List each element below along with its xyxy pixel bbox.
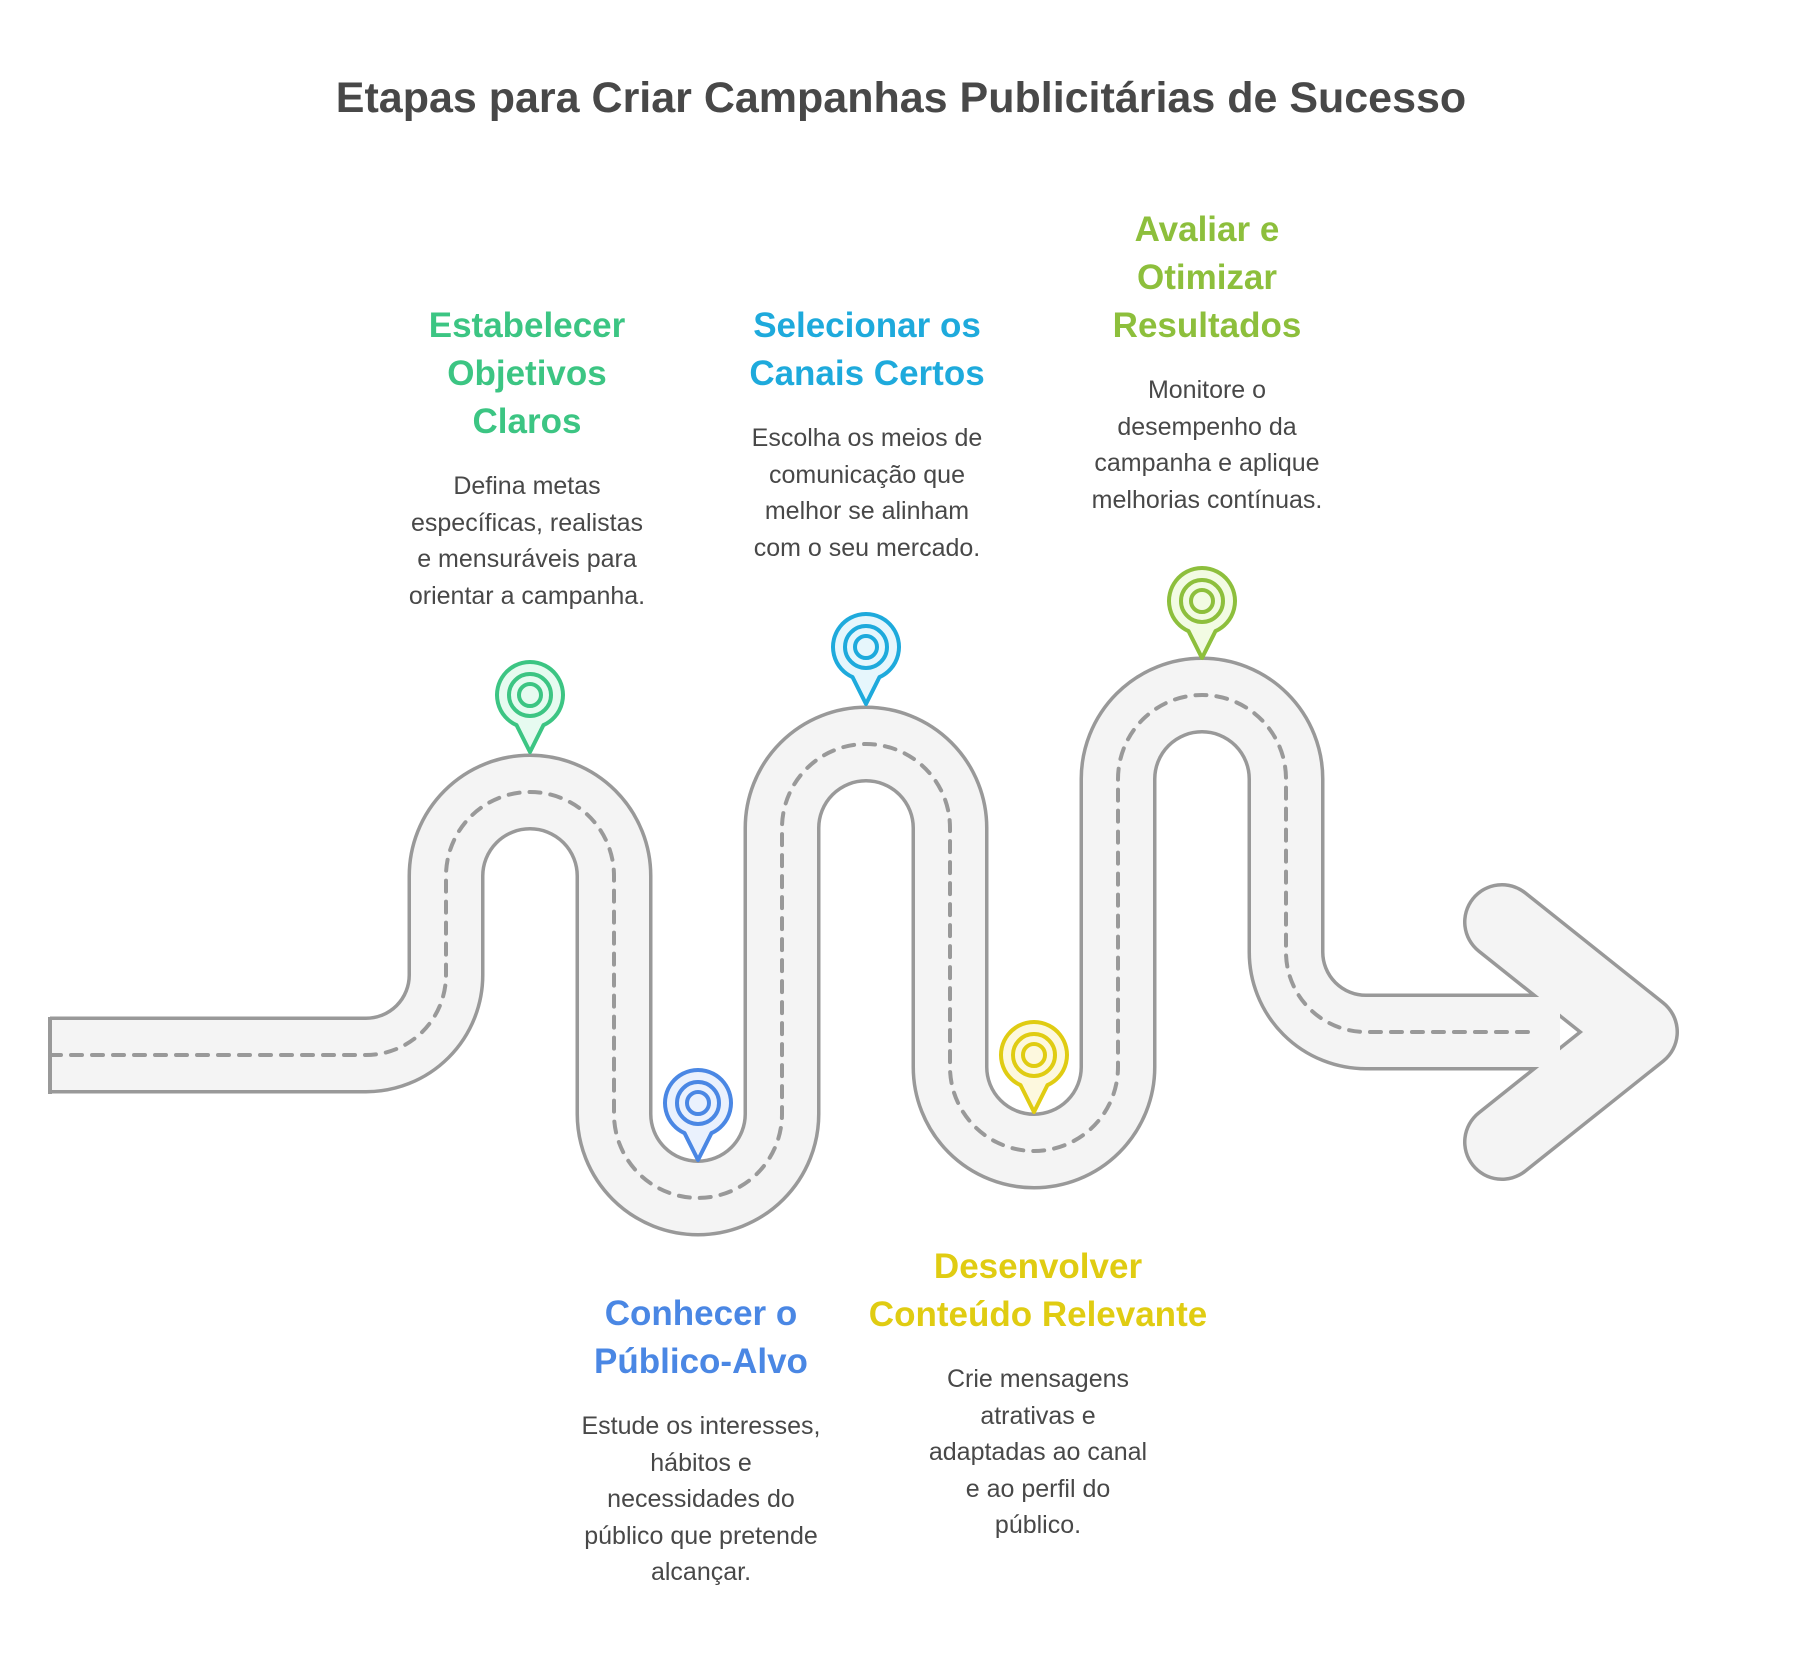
step-description-line: com o seu mercado.: [753, 533, 981, 562]
step-description-line: atrativas e: [980, 1401, 1096, 1430]
step-title: Conhecer o Público-Alvo: [581, 1290, 820, 1386]
step-description-line: campanha e aplique: [1094, 449, 1320, 477]
step-evaluate-optimize: Avaliar e Otimizar Resultados Monitore o…: [1092, 206, 1323, 518]
step-description-line: comunicação que: [769, 460, 965, 489]
step-description: Monitore o desempenho da campanha e apli…: [1092, 372, 1323, 518]
pin-ring: [685, 1090, 711, 1116]
step-title-line: Objetivos: [447, 354, 607, 393]
step-description-line: alcançar.: [650, 1558, 752, 1586]
pin-ring: [1011, 1032, 1057, 1078]
step-develop-content: Desenvolver Conteúdo Relevante Crie mens…: [869, 1243, 1207, 1544]
step-description-line: Escolha os meios de: [751, 424, 983, 452]
step-description-line: específicas, realistas: [410, 508, 644, 537]
step-title-line: Selecionar os: [753, 306, 981, 345]
step-title: Desenvolver Conteúdo Relevante: [869, 1243, 1207, 1339]
location-pin-icon: [999, 1020, 1069, 1114]
pin-ring: [507, 672, 553, 718]
step-description-line: melhor se alinham: [764, 497, 970, 525]
location-pin-icon: [831, 612, 901, 706]
pin-ring: [517, 682, 543, 708]
step-description-line: público.: [994, 1511, 1082, 1539]
step-title: Avaliar e Otimizar Resultados: [1092, 206, 1323, 350]
step-title-line: Conhecer o: [604, 1294, 798, 1333]
step-title-line: Canais Certos: [749, 354, 985, 393]
location-pin-icon: [495, 660, 565, 754]
step-description-line: hábitos e: [650, 1448, 752, 1477]
step-description: Crie mensagens atrativas e adaptadas ao …: [869, 1361, 1207, 1544]
step-title-line: Desenvolver: [933, 1247, 1143, 1286]
step-title-line: Público-Alvo: [594, 1342, 808, 1381]
step-title-line: Avaliar e: [1134, 210, 1280, 249]
arrow-head-fill: [1466, 886, 1676, 1178]
step-title-line: Otimizar: [1136, 258, 1278, 297]
step-title-line: Resultados: [1112, 306, 1302, 345]
step-description-line: Defina metas: [453, 472, 601, 500]
step-description: Escolha os meios de comunicação que melh…: [749, 420, 984, 566]
step-title-line: Conteúdo Relevante: [868, 1295, 1208, 1334]
location-pin-icon: [663, 1068, 733, 1162]
step-description-line: Estude os interesses,: [581, 1412, 821, 1440]
road-fill: [50, 660, 1560, 1233]
location-pin-icon: [1167, 566, 1237, 660]
step-description-line: e ao perfil do: [965, 1474, 1111, 1503]
step-title: Selecionar os Canais Certos: [749, 302, 984, 398]
step-title-line: Estabelecer: [428, 306, 626, 345]
pins: [495, 566, 1237, 1162]
step-description-line: Crie mensagens: [946, 1365, 1130, 1393]
pin-ring: [675, 1080, 721, 1126]
step-description-line: orientar a campanha.: [408, 581, 646, 610]
step-description-line: desempenho da: [1117, 412, 1297, 441]
pin-ring: [1179, 578, 1225, 624]
step-description-line: e mensuráveis para: [417, 545, 637, 573]
step-description-line: necessidades do: [607, 1485, 795, 1513]
road-surface: [48, 660, 1676, 1233]
step-description-line: melhorias contínuas.: [1091, 485, 1323, 514]
step-title-line: Claros: [472, 402, 582, 441]
step-description-line: Monitore o: [1147, 376, 1267, 404]
step-description-line: público que pretende: [584, 1521, 818, 1550]
step-description-line: adaptadas ao canal: [928, 1438, 1148, 1466]
pin-ring: [1021, 1042, 1047, 1068]
step-description: Defina metas específicas, realistas e me…: [409, 468, 645, 614]
step-title: Estabelecer Objetivos Claros: [409, 302, 645, 446]
pin-ring: [853, 634, 879, 660]
step-description: Estude os interesses, hábitos e necessid…: [581, 1408, 820, 1591]
road-center-line: [48, 693, 1530, 1200]
pin-ring: [1189, 588, 1215, 614]
diagram-title: Etapas para Criar Campanhas Publicitária…: [335, 74, 1467, 122]
pin-ring: [843, 624, 889, 670]
step-select-channels: Selecionar os Canais Certos Escolha os m…: [749, 302, 984, 566]
step-establish-objectives: Estabelecer Objetivos Claros Defina meta…: [409, 302, 645, 614]
step-know-audience: Conhecer o Público-Alvo Estude os intere…: [581, 1290, 820, 1591]
